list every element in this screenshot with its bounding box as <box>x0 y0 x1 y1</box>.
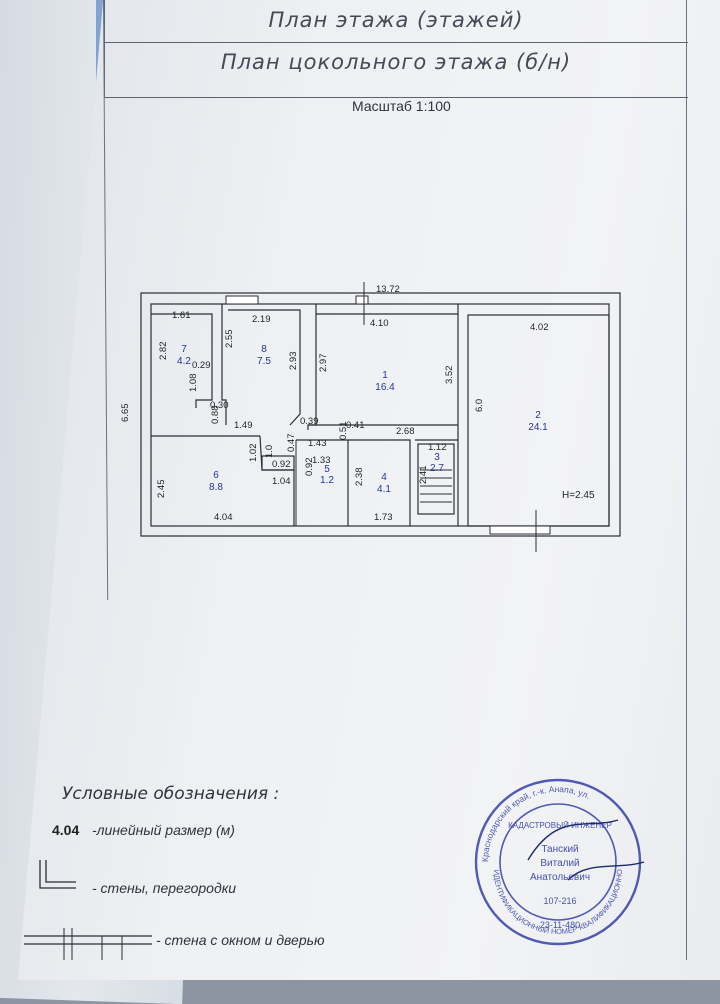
legend-walls-text: - стены, перегородки <box>92 880 237 896</box>
room-area: 1.2 <box>320 475 334 486</box>
outer-wall-outer <box>140 292 621 537</box>
dim-label: 0.51 <box>338 422 349 441</box>
legend-opening-symbol <box>24 928 152 960</box>
room-area: 4.2 <box>177 356 191 367</box>
room-number: 5 <box>324 464 330 475</box>
frame-right-line <box>686 0 687 960</box>
legend-dimension-text: -линейный размер (м) <box>92 822 235 838</box>
dim-label: 0.92 <box>304 458 315 477</box>
dim-label: 2.97 <box>318 354 329 373</box>
title-divider <box>104 42 688 43</box>
dim-overall-width: 13.72 <box>376 284 400 295</box>
plan-subtitle: План цокольного этажа (б/н) <box>220 50 572 74</box>
dim-label: 1.33 <box>312 455 331 466</box>
title-block: План этажа (этажей) План цокольного этаж… <box>104 0 688 98</box>
legend-openings-text: - стена с окном и дверью <box>156 932 325 948</box>
room-area: 4.1 <box>377 484 391 495</box>
dim-label: 2.55 <box>224 330 235 349</box>
dim-label: 0.41 <box>346 420 365 431</box>
gate-opening <box>489 525 551 535</box>
dim-label: 2.41 <box>418 466 429 485</box>
dim-label: 0.29 <box>192 360 211 371</box>
wall-8-left <box>221 304 227 425</box>
wall-1-left <box>307 304 317 430</box>
legend-dimension-sample: 4.04 <box>52 822 80 838</box>
dim-label: 1.61 <box>172 310 191 321</box>
room-number: 2 <box>535 410 541 421</box>
stamp-phone: 107-216 <box>543 896 576 906</box>
dim-label: 1.12 <box>428 442 447 453</box>
dim-label: 1.0 <box>264 445 275 458</box>
wall-8-right <box>228 309 301 426</box>
dim-label: 4.10 <box>370 318 389 329</box>
room-number: 3 <box>434 452 440 463</box>
title-left-border <box>104 0 105 98</box>
wall-7 <box>151 313 213 408</box>
dim-label: 1.08 <box>188 374 199 393</box>
room-3-walls <box>417 443 455 515</box>
dim-label: 3.52 <box>444 366 455 385</box>
dim-label: 2.82 <box>158 342 169 361</box>
stamp-name-line3: Анатольевич <box>530 872 590 883</box>
room-number: 7 <box>181 344 187 355</box>
dim-label: 0.39 <box>300 416 319 427</box>
title-bottom-border <box>104 97 688 98</box>
room-5-walls <box>261 455 295 471</box>
dim-label: 1.04 <box>272 476 291 487</box>
dim-label: 4.04 <box>214 512 233 523</box>
legend-wall-symbol <box>39 860 76 889</box>
signature <box>527 819 645 881</box>
room-number: 1 <box>382 370 388 381</box>
window <box>355 295 369 305</box>
room-area: 8.8 <box>209 482 223 493</box>
wall-4-right <box>348 439 411 526</box>
dim-label: 6.0 <box>474 399 485 412</box>
dim-label: 2.38 <box>354 468 365 487</box>
dim-overall-height: 6.65 <box>120 404 131 423</box>
stamp-seal: Краснодарский край, г.-к. Анапа, ул. ИДЕ… <box>465 763 645 946</box>
room-area: 24.1 <box>528 422 548 433</box>
floor-plan: 13.72 6.65 1.61 2.19 4.10 4.02 2.82 0.29… <box>120 282 621 552</box>
cadastral-engineer-stamp: Краснодарский край, г.-к. Анапа, ул. ИДЕ… <box>465 763 648 955</box>
scale-label: Масштаб 1:100 <box>352 98 451 114</box>
room-area: 16.4 <box>375 382 395 393</box>
dim-label: 1.43 <box>308 438 327 449</box>
document-sheet <box>18 0 720 980</box>
room-area: 2.7 <box>430 463 444 474</box>
dim-label: 4.02 <box>530 322 549 333</box>
room-area: 7.5 <box>257 356 271 367</box>
ceiling-height: Н=2.45 <box>562 490 595 501</box>
plan-title: План этажа (этажей) <box>268 8 524 32</box>
stamp-name-line2: Виталий <box>540 858 579 869</box>
stamp-name-line1: Танский <box>541 844 578 855</box>
dim-label: 2.45 <box>156 480 167 499</box>
dim-label: 0.30 <box>210 400 229 411</box>
dim-label: 0.47 <box>286 434 297 453</box>
stamp-number: 23-11-480 <box>540 920 580 930</box>
room-number: 8 <box>261 344 267 355</box>
window <box>225 295 259 305</box>
dim-label: 2.68 <box>396 426 415 437</box>
dim-label: 2.19 <box>252 314 271 325</box>
room-number: 6 <box>213 470 219 481</box>
dim-label: 0.92 <box>272 459 291 470</box>
dim-label: 0.88 <box>210 406 221 425</box>
stamp-role: КАДАСТРОВЫЙ ИНЖЕНЕР <box>508 821 612 830</box>
dim-label: 1.02 <box>248 444 259 463</box>
dim-label: 2.93 <box>288 352 299 371</box>
legend-title: Условные обозначения : <box>62 784 280 804</box>
room-number: 4 <box>381 472 387 483</box>
dim-label: 1.73 <box>374 512 393 523</box>
dim-label: 1.49 <box>234 420 253 431</box>
